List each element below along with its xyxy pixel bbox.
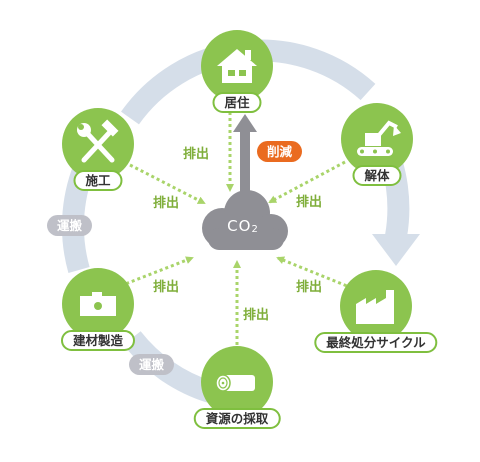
node-housing: 居住: [201, 30, 273, 113]
emission-arrows: [114, 112, 353, 345]
node-housing-label: 居住: [212, 92, 262, 113]
co2-label: CO2: [213, 217, 273, 235]
node-recycling-label: 最終処分サイクル: [314, 332, 438, 353]
node-recycling-circle: [340, 270, 412, 342]
transport-badge-upper: 運搬: [47, 215, 93, 236]
cement-mixer-icon: [80, 292, 116, 316]
node-construction-circle: [62, 108, 134, 180]
node-manufacture: 建材製造: [60, 268, 136, 351]
transport-badge-lower: 運搬: [129, 354, 175, 375]
node-demolition-label: 解体: [352, 165, 402, 186]
node-recycling: 最終処分サイクル: [314, 270, 438, 353]
node-extraction-label: 資源の採取: [193, 408, 281, 429]
emission-label-demolition: 排出: [296, 195, 323, 210]
emission-arrow-demolition: [268, 160, 346, 204]
node-manufacture-label: 建材製造: [60, 330, 136, 351]
node-manufacture-circle: [62, 268, 134, 340]
cycle-arrowhead: [372, 234, 420, 266]
emission-label-manufacture: 排出: [153, 280, 180, 295]
cloud-icon: [202, 190, 288, 250]
emission-arrow-construction: [129, 163, 206, 205]
node-housing-circle: [201, 30, 273, 102]
excavator-icon: [357, 120, 401, 156]
log-icon: [215, 374, 255, 392]
hammer-wrench-icon: [77, 119, 119, 163]
emission-arrow-recycling: [276, 256, 353, 290]
co2-subscript: 2: [251, 224, 259, 235]
reduction-badge: 削減: [257, 141, 303, 162]
factory-icon: [356, 290, 394, 324]
emission-label-construction: 排出: [153, 196, 180, 211]
emission-label-extraction: 排出: [243, 308, 270, 323]
node-demolition: 解体: [341, 103, 413, 186]
reduction-arrow: [233, 114, 257, 202]
emission-label-housing: 排出: [183, 147, 210, 162]
node-demolition-circle: [341, 103, 413, 175]
node-construction-label: 施工: [73, 170, 123, 191]
node-construction: 施工: [62, 108, 134, 191]
house-icon: [217, 49, 257, 83]
co2-text: CO: [227, 217, 252, 235]
emission-label-recycling: 排出: [296, 280, 323, 295]
node-extraction: 資源の採取: [193, 346, 281, 429]
node-extraction-circle: [201, 346, 273, 418]
